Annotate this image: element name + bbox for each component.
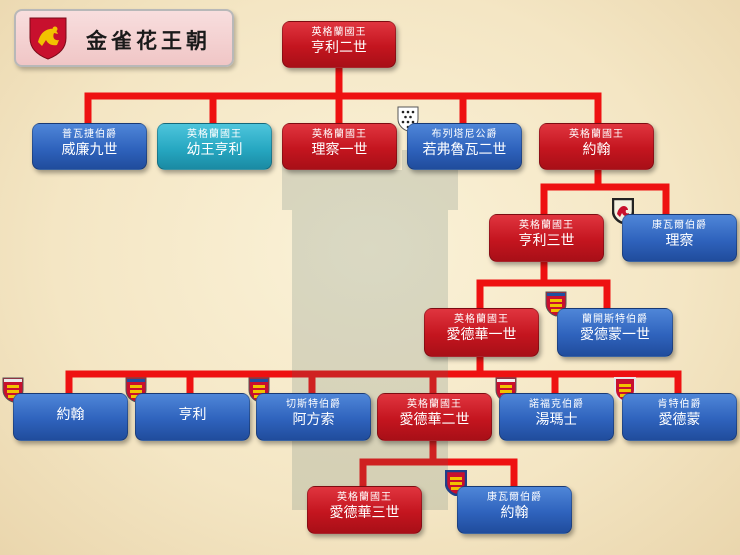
node-title: 康瓦爾伯爵 xyxy=(652,220,707,231)
node-name: 威廉九世 xyxy=(61,142,118,158)
node-henry-iii[interactable]: 英格蘭國王 亨利三世 xyxy=(489,214,604,262)
node-name: 幼王亨利 xyxy=(186,142,243,158)
node-title: 普瓦捷伯爵 xyxy=(62,129,117,140)
node-edward-ii[interactable]: 英格蘭國王 愛德華二世 xyxy=(377,393,492,441)
node-edward-iii[interactable]: 英格蘭國王 愛德華三世 xyxy=(307,486,422,534)
node-title: 英格蘭國王 xyxy=(312,129,367,140)
node-edmund-lancaster[interactable]: 蘭開斯特伯爵 愛德蒙一世 xyxy=(557,308,673,357)
node-henry-young-king[interactable]: 英格蘭國王 幼王亨利 xyxy=(157,123,272,170)
node-richard-cornwall[interactable]: 康瓦爾伯爵 理察 xyxy=(622,214,737,262)
node-john-son[interactable]: 約翰 xyxy=(13,393,128,441)
node-edward-i[interactable]: 英格蘭國王 愛德華一世 xyxy=(424,308,539,357)
england-arms-icon xyxy=(29,17,67,60)
node-william-ix[interactable]: 普瓦捷伯爵 威廉九世 xyxy=(32,123,147,170)
node-title: 英格蘭國王 xyxy=(337,492,392,503)
node-title: 英格蘭國王 xyxy=(454,314,509,325)
node-name: 阿方索 xyxy=(292,412,335,428)
node-henry-ii[interactable]: 英格蘭國王 亨利二世 xyxy=(282,21,396,68)
node-title: 英格蘭國王 xyxy=(569,129,624,140)
node-name: 約翰 xyxy=(500,505,529,521)
node-name: 理察一世 xyxy=(311,142,368,158)
node-name: 愛德華一世 xyxy=(446,327,517,343)
node-name: 愛德蒙一世 xyxy=(580,327,650,343)
node-alfonso[interactable]: 切斯特伯爵 阿方索 xyxy=(256,393,371,441)
node-john-cornwall[interactable]: 康瓦爾伯爵 約翰 xyxy=(457,486,572,534)
node-title: 布列塔尼公爵 xyxy=(431,129,498,140)
node-title: 英格蘭國王 xyxy=(187,129,242,140)
node-title: 諾福克伯爵 xyxy=(529,399,584,410)
node-title: 英格蘭國王 xyxy=(519,220,574,231)
node-name: 愛德華三世 xyxy=(329,505,400,521)
node-title: 英格蘭國王 xyxy=(311,27,367,38)
node-john[interactable]: 英格蘭國王 約翰 xyxy=(539,123,654,170)
node-geoffrey-ii[interactable]: 布列塔尼公爵 若弗魯瓦二世 xyxy=(407,123,522,170)
node-name: 約翰 xyxy=(582,142,611,158)
node-title: 康瓦爾伯爵 xyxy=(487,492,542,503)
node-title: 英格蘭國王 xyxy=(407,399,462,410)
node-name: 亨利三世 xyxy=(518,233,575,249)
node-name: 愛德華二世 xyxy=(399,412,470,428)
node-edmund-kent[interactable]: 肯特伯爵 愛德蒙 xyxy=(622,393,737,441)
node-title: 肯特伯爵 xyxy=(657,399,702,410)
node-name: 亨利 xyxy=(178,407,207,423)
node-name: 亨利二世 xyxy=(311,40,367,56)
node-title: 蘭開斯特伯爵 xyxy=(582,314,648,325)
page-title: 金雀花王朝 xyxy=(86,28,211,53)
node-name: 若弗魯瓦二世 xyxy=(422,142,507,158)
node-name: 愛德蒙 xyxy=(658,412,701,428)
node-name: 湯瑪士 xyxy=(535,412,578,428)
node-richard-i[interactable]: 英格蘭國王 理察一世 xyxy=(282,123,397,170)
node-thomas-norfolk[interactable]: 諾福克伯爵 湯瑪士 xyxy=(499,393,614,441)
node-henry-son[interactable]: 亨利 xyxy=(135,393,250,441)
title-banner: 金雀花王朝 xyxy=(14,9,234,67)
node-name: 理察 xyxy=(665,233,694,249)
node-title: 切斯特伯爵 xyxy=(286,399,341,410)
node-name: 約翰 xyxy=(56,407,85,423)
